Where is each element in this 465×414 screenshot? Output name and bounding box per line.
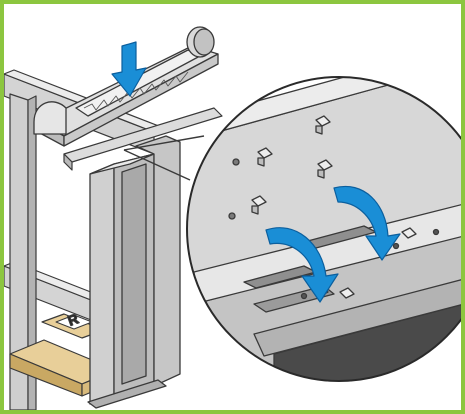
cross-beam <box>63 107 223 171</box>
magnified-detail <box>186 76 461 382</box>
upright-leg <box>87 135 181 409</box>
magnifier-leader-lines <box>123 135 205 181</box>
down-arrow-icon <box>111 41 147 97</box>
stand-rails <box>4 69 165 410</box>
curved-arrow-icon <box>265 185 401 303</box>
assembly-illustration: R <box>4 26 461 410</box>
